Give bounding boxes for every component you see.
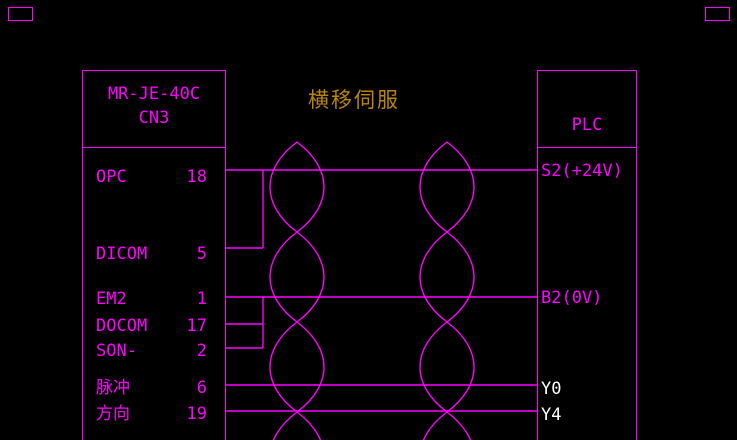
twisted-pair-icon <box>269 141 325 233</box>
twisted-pair-icon <box>419 231 475 323</box>
terminal-b2: B2(0V) <box>541 288 603 308</box>
pin-label: 方向 <box>96 404 130 424</box>
twisted-pair-icon <box>422 411 472 440</box>
pin-number: 1 <box>196 289 207 309</box>
pin-number: 6 <box>196 378 207 398</box>
pin-label: SON- <box>96 341 137 361</box>
pin-row-son: SON- 2 <box>83 341 225 361</box>
wire-dicom-stub <box>226 170 264 249</box>
corner-marker-right-icon <box>705 7 730 21</box>
left-box-subtitle: CN3 <box>138 108 170 128</box>
twisted-pair-icon <box>269 231 325 323</box>
pin-row-pulse: 脉冲 6 <box>83 378 225 398</box>
pin-row-docom: DOCOM 17 <box>83 316 225 336</box>
twisted-pair-icon <box>269 321 325 413</box>
right-box-title: PLC <box>571 115 603 135</box>
pin-row-opc: OPC 18 <box>83 167 225 187</box>
pin-label: 脉冲 <box>96 378 130 398</box>
left-box-title: MR-JE-40C <box>107 84 201 104</box>
wire-son-stub <box>226 297 264 349</box>
twisted-pair-icon <box>419 141 475 233</box>
pin-row-dicom: DICOM 5 <box>83 244 225 264</box>
right-box-header: PLC <box>538 71 636 148</box>
pin-number: 2 <box>196 341 207 361</box>
terminal-s2: S2(+24V) <box>541 161 623 181</box>
pin-number: 5 <box>196 244 207 264</box>
left-box-header: MR-JE-40C CN3 <box>83 71 225 148</box>
twisted-pair-icon <box>272 411 322 440</box>
terminal-y4: Y4 <box>541 405 562 425</box>
corner-marker-left-icon <box>8 7 33 21</box>
pin-row-em2: EM2 1 <box>83 289 225 309</box>
pin-label: DICOM <box>96 244 148 264</box>
pin-label: EM2 <box>96 289 127 309</box>
terminal-y0: Y0 <box>541 379 562 399</box>
pin-row-direction: 方向 19 <box>83 404 225 424</box>
pin-label: OPC <box>96 167 127 187</box>
connector-box-plc: PLC S2(+24V) B2(0V) Y0 Y4 <box>537 70 637 440</box>
pin-number: 19 <box>186 404 207 424</box>
twisted-pair-icon <box>419 321 475 413</box>
diagram-title: 横移伺服 <box>308 88 400 112</box>
connector-box-mr-je-40c: MR-JE-40C CN3 OPC 18 DICOM 5 EM2 1 DOCOM… <box>82 70 226 440</box>
pin-number: 18 <box>186 167 207 187</box>
pin-number: 17 <box>186 316 207 336</box>
pin-label: DOCOM <box>96 316 148 336</box>
